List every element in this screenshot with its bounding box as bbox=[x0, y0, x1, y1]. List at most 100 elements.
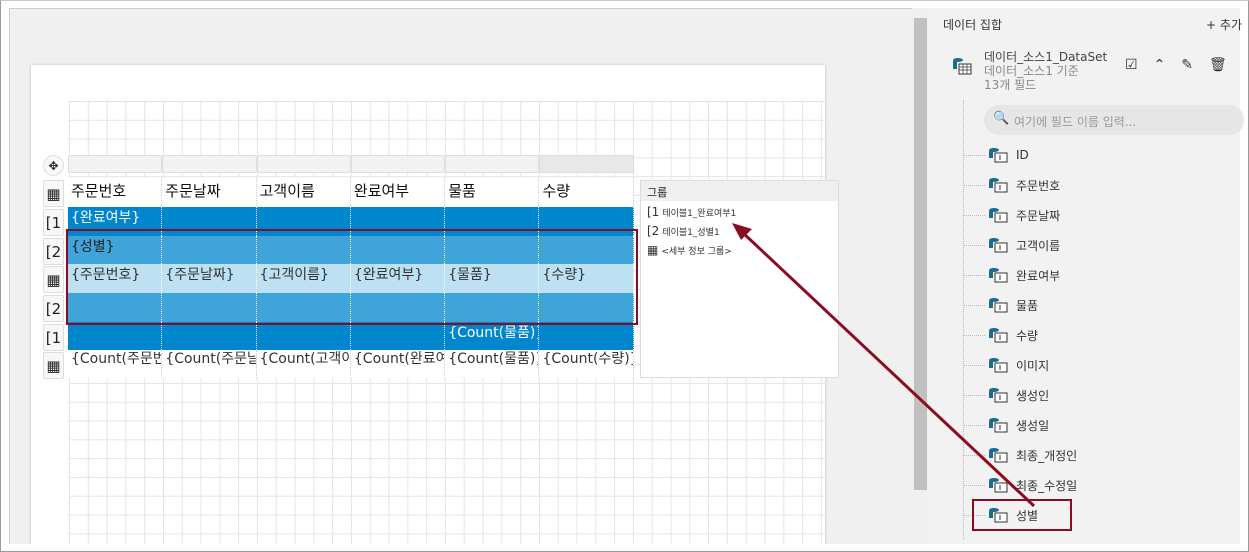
field-item[interactable]: 생성일 bbox=[963, 414, 1049, 436]
table-cell[interactable]: {완료여부} bbox=[68, 207, 163, 236]
table-cell[interactable] bbox=[162, 293, 257, 322]
table-cell[interactable]: 물품 bbox=[445, 178, 540, 207]
table-cell[interactable] bbox=[162, 322, 257, 350]
row-handle[interactable]: [1 bbox=[43, 324, 64, 351]
field-name: 최종_개정인 bbox=[1016, 448, 1078, 463]
data-panel-title: 데이터 집합 bbox=[943, 18, 1003, 32]
field-item[interactable]: 수량 bbox=[963, 324, 1038, 346]
table-cell[interactable] bbox=[256, 155, 351, 173]
table-cell[interactable]: 완료여부 bbox=[350, 178, 446, 207]
table-cell[interactable]: 주문날짜 bbox=[162, 178, 257, 207]
table-cell[interactable] bbox=[350, 293, 446, 322]
move-handle-icon[interactable]: ✥ bbox=[43, 155, 64, 176]
field-item[interactable]: 고객이름 bbox=[963, 234, 1060, 256]
table-cell[interactable]: {Count(수량)} bbox=[539, 350, 634, 378]
field-item[interactable]: 이미지 bbox=[963, 354, 1049, 376]
table-cell[interactable]: {Count(고객이름)} bbox=[256, 350, 351, 378]
table-cell[interactable] bbox=[539, 322, 634, 350]
field-icon bbox=[989, 478, 1008, 493]
table-cell[interactable] bbox=[539, 236, 634, 264]
table-cell[interactable]: {주문번호} bbox=[68, 264, 163, 293]
row-handle[interactable]: ▦ bbox=[43, 180, 64, 207]
table-cell[interactable] bbox=[539, 293, 634, 322]
dataset-icon bbox=[953, 58, 972, 75]
table-cell[interactable] bbox=[539, 207, 634, 236]
table-cell[interactable] bbox=[162, 236, 257, 264]
group-item[interactable]: ▦<세부 정보 그룹> bbox=[641, 239, 838, 258]
table-cell[interactable] bbox=[445, 155, 540, 173]
table-cell[interactable] bbox=[350, 236, 446, 264]
row-handle[interactable]: [1 bbox=[43, 209, 64, 236]
table-cell[interactable] bbox=[445, 236, 540, 264]
table-cell[interactable] bbox=[350, 207, 446, 236]
table-cell[interactable]: 주문번호 bbox=[68, 178, 163, 207]
field-item[interactable]: 주문번호 bbox=[963, 174, 1060, 196]
table-cell[interactable]: {성별} bbox=[68, 236, 163, 264]
table-cell[interactable] bbox=[350, 322, 446, 350]
table-cell[interactable] bbox=[350, 155, 446, 173]
table-cell[interactable]: {Count(주문날짜)} bbox=[162, 350, 257, 378]
field-icon bbox=[989, 148, 1008, 163]
table-cell[interactable]: 수량 bbox=[539, 178, 634, 207]
group-marker: [2 bbox=[647, 224, 660, 238]
dataset-source: 데이터_소스1 기준 bbox=[984, 64, 1079, 78]
table-cell[interactable] bbox=[68, 155, 163, 173]
highlight-group-rows bbox=[66, 229, 638, 325]
vertical-scrollbar[interactable] bbox=[912, 8, 928, 544]
table-cell[interactable]: {Count(주문번호)} bbox=[68, 350, 163, 378]
field-search-input[interactable]: 🔍 여기에 필드 이름 입력... bbox=[984, 105, 1244, 135]
table-cell[interactable] bbox=[256, 293, 351, 322]
table-cell[interactable]: {Count(물품)} bbox=[445, 322, 540, 350]
row-handle[interactable]: ▦ bbox=[43, 266, 64, 293]
dataset-name: 데이터_소스1_DataSet bbox=[984, 50, 1108, 64]
table-cell[interactable]: {Count(완료여부)} bbox=[350, 350, 446, 378]
select-fields-icon[interactable]: ☑ bbox=[1125, 57, 1138, 73]
add-button[interactable]: + 추가 bbox=[1206, 18, 1242, 32]
table-cell[interactable] bbox=[162, 207, 257, 236]
field-icon bbox=[989, 328, 1008, 343]
field-name: 주문날짜 bbox=[1016, 208, 1061, 223]
table-cell[interactable]: {수량} bbox=[539, 264, 634, 293]
field-item[interactable]: 최종_수정일 bbox=[963, 474, 1077, 496]
field-item[interactable]: 물품 bbox=[963, 294, 1038, 316]
row-handle[interactable]: [2 bbox=[43, 238, 64, 265]
table-cell[interactable] bbox=[445, 207, 540, 236]
table-cell[interactable]: {Count(물품)} bbox=[445, 350, 540, 378]
table-cell[interactable] bbox=[539, 155, 634, 173]
field-icon bbox=[989, 448, 1008, 463]
table-cell[interactable] bbox=[162, 155, 257, 173]
group-label: 테이블1_성별1 bbox=[662, 228, 720, 238]
field-item[interactable]: 최종_개정인 bbox=[963, 444, 1077, 466]
delete-icon[interactable]: 🗑 bbox=[1209, 57, 1227, 73]
table-cell[interactable]: {주문날짜} bbox=[162, 264, 257, 293]
table-cell[interactable]: {고객이름} bbox=[256, 264, 351, 293]
field-item[interactable]: 생성인 bbox=[963, 384, 1049, 406]
search-placeholder: 여기에 필드 이름 입력... bbox=[1014, 115, 1137, 129]
table-cell[interactable] bbox=[256, 322, 351, 350]
field-item[interactable]: 완료여부 bbox=[963, 264, 1060, 286]
field-icon bbox=[989, 508, 1008, 523]
field-item[interactable]: ID bbox=[963, 144, 1029, 166]
search-icon: 🔍 bbox=[993, 111, 1010, 126]
row-handle[interactable]: [2 bbox=[43, 295, 64, 322]
dataset-field-count: 13개 필드 bbox=[984, 78, 1037, 92]
dataset-info[interactable]: 데이터_소스1_DataSet 데이터_소스1 기준 13개 필드 bbox=[984, 50, 1107, 92]
table-cell[interactable] bbox=[445, 293, 540, 322]
field-name: 수량 bbox=[1016, 328, 1039, 343]
table-cell[interactable] bbox=[256, 207, 351, 236]
row-handle[interactable]: ▦ bbox=[43, 352, 64, 379]
table-cell[interactable]: {물품} bbox=[445, 264, 540, 293]
table-cell[interactable]: 고객이름 bbox=[256, 178, 351, 207]
table-cell[interactable] bbox=[68, 293, 163, 322]
table-cell[interactable]: {완료여부} bbox=[350, 264, 446, 293]
collapse-chevron-icon[interactable]: ⌃ bbox=[1153, 57, 1166, 73]
table-cell[interactable] bbox=[256, 236, 351, 264]
edit-icon[interactable]: ✎ bbox=[1181, 57, 1194, 73]
field-item[interactable]: 주문날짜 bbox=[963, 204, 1060, 226]
table-cell[interactable] bbox=[68, 322, 163, 350]
field-item[interactable]: 성별 bbox=[963, 504, 1038, 526]
group-label: 테이블1_완료여부1 bbox=[662, 209, 737, 219]
